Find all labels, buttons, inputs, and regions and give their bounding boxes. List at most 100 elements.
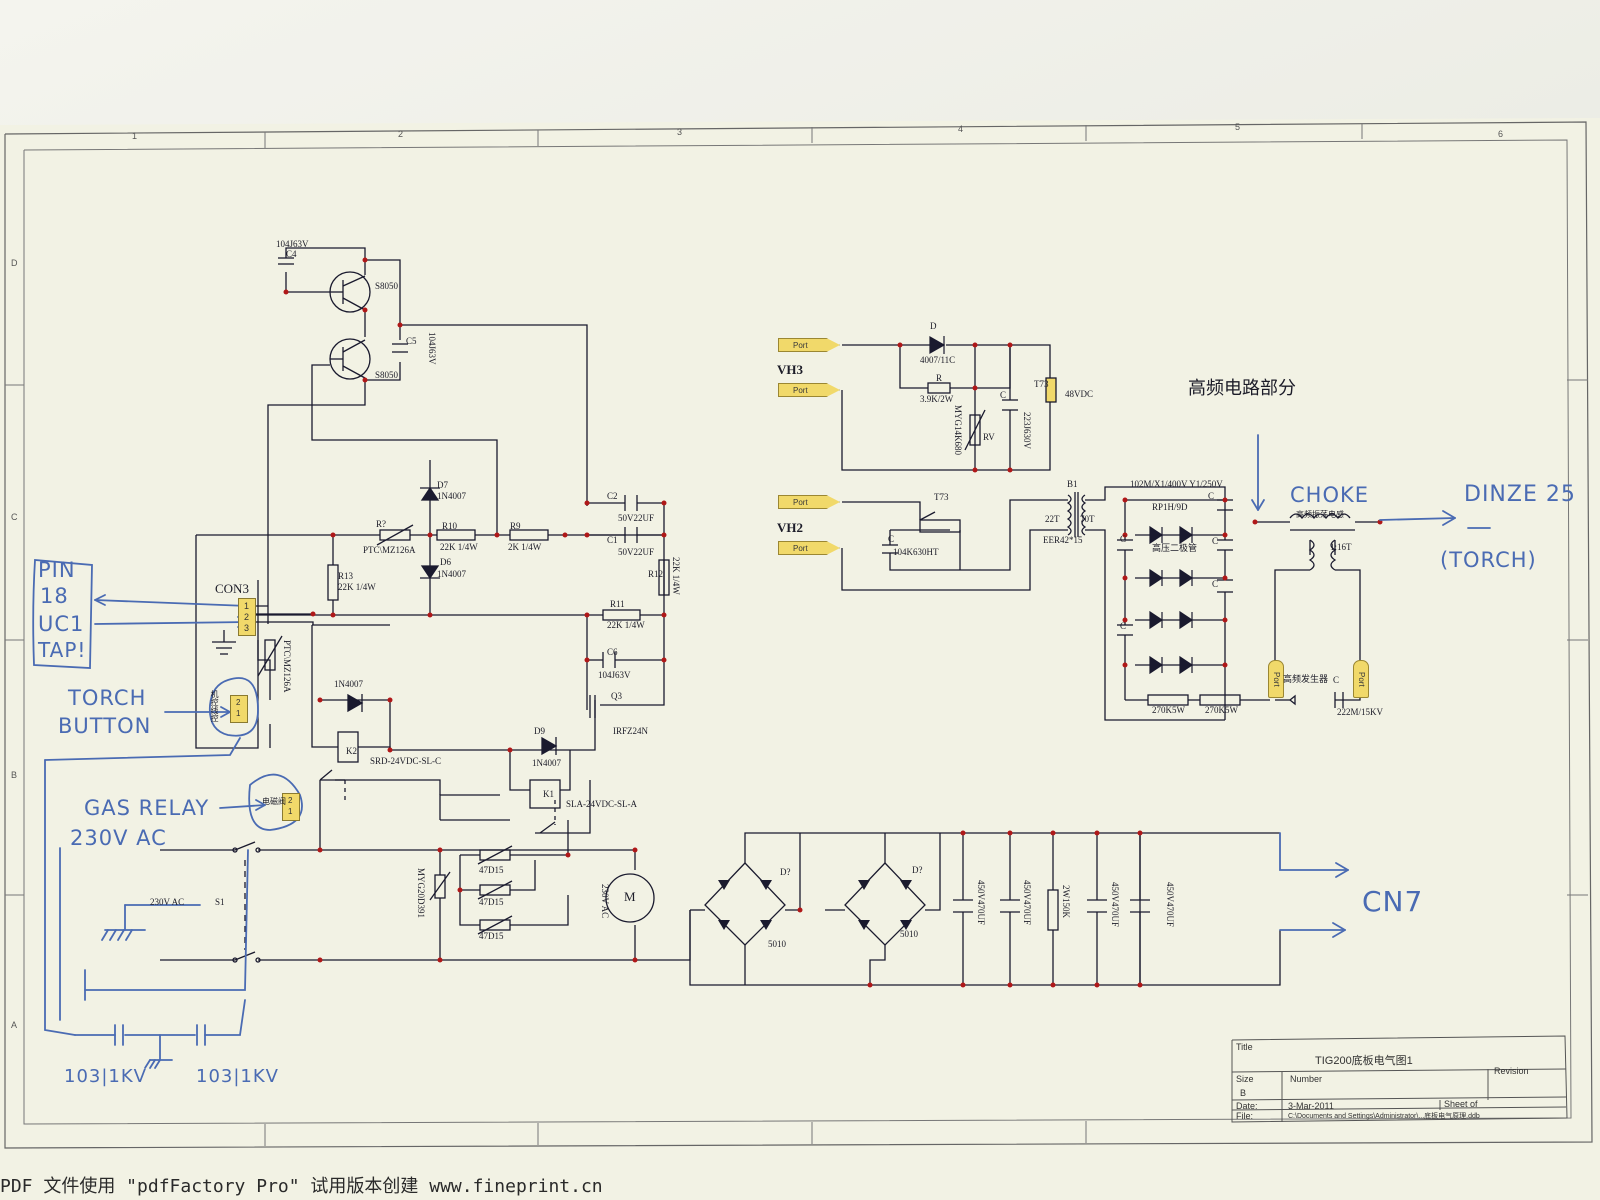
cap-a-label: C: [1208, 491, 1215, 501]
grid-col-5: 5: [1235, 122, 1241, 132]
k1-label: K1: [543, 789, 554, 799]
q3-label: Q3: [611, 691, 622, 701]
cap-c-label: C: [1212, 579, 1219, 589]
inner-border: [23, 139, 1572, 1125]
tb-revision-label: Revision: [1494, 1066, 1529, 1076]
vh3-label: VH3: [777, 362, 803, 377]
gas-valve-label: 电磁阀: [262, 797, 286, 806]
port-hf-left: Port: [1268, 660, 1284, 698]
port-label: Port: [793, 341, 808, 350]
r13-label: R13: [338, 571, 354, 581]
note-button: BUTTON: [58, 714, 152, 738]
port-label: Port: [1357, 671, 1366, 687]
note-choke: CHOKE: [1290, 483, 1370, 507]
myg-top-value: MYG14K680: [953, 405, 963, 456]
tb-date: 3-Mar-2011: [1288, 1101, 1334, 1111]
k2-label: K2: [346, 746, 357, 756]
d-hv-label: D: [930, 321, 937, 331]
r10-label: R10: [442, 521, 458, 531]
d-hv-value: 4007/11C: [920, 355, 956, 365]
port-vh3-bottom: Port: [778, 383, 840, 397]
components-bottom: [232, 769, 1150, 963]
rp-label: RP1H/9D: [1152, 502, 1188, 512]
grid-row-c: C: [11, 512, 18, 522]
cap1-value: 450V470UF: [976, 880, 986, 926]
bridge2-value: 5010: [900, 929, 918, 939]
port-label: Port: [793, 498, 808, 507]
hf-section-title: 高频电路部分: [1188, 378, 1296, 399]
c1-label: C1: [607, 535, 618, 545]
tb-file-label: File:: [1236, 1111, 1254, 1121]
note-uc1: UC1: [38, 612, 85, 636]
q-top-label: S8050: [375, 281, 399, 291]
gas-pin-1: 1: [288, 807, 293, 816]
note-dinze: DINZE 25: [1464, 482, 1576, 507]
handwritten-ink: [32, 434, 1491, 1069]
cap3-value: 450V470UF: [1110, 882, 1120, 928]
port-hf-right: Port: [1353, 660, 1369, 698]
tb-title-label: Title: [1236, 1042, 1253, 1052]
hf-cap-value: 222M/15KV: [1337, 707, 1384, 717]
c6-label: C6: [607, 647, 618, 657]
grid-col-6: 6: [1498, 129, 1504, 139]
r11-value: 22K 1/4W: [607, 620, 645, 630]
c6-value: 104J63V: [598, 670, 631, 680]
tb-number-label: Number: [1290, 1074, 1323, 1084]
paper: [0, 118, 1600, 1200]
port-label: Port: [793, 544, 808, 553]
note-pin: PIN: [38, 558, 76, 582]
note-pin-18: 18: [40, 584, 69, 608]
c2-label: C2: [607, 491, 618, 501]
diodes-left: [347, 486, 558, 756]
note-torch: TORCH: [68, 686, 147, 710]
b1-primary-turns: 22T: [1045, 514, 1060, 524]
d9-label: D9: [534, 726, 545, 736]
bridge2-label: D?: [912, 865, 923, 875]
con3-pin-2: 2: [244, 612, 250, 622]
note-cap-left: 103|1KV: [64, 1066, 147, 1087]
gas-pin-2: 2: [288, 796, 293, 805]
port-vh3-top: Port: [778, 338, 840, 352]
outer-border: [4, 121, 1593, 1149]
d9-value: 1N4007: [532, 758, 561, 768]
r13-value: 22K 1/4W: [338, 582, 376, 592]
port-label: Port: [793, 386, 808, 395]
r7-value: PTC\MZ126A: [363, 545, 416, 555]
grid-col-1: 1: [132, 131, 138, 141]
c5-label: C5: [406, 336, 417, 346]
bleed-res-value: 2W150K: [1061, 885, 1071, 918]
tb-sheet-label: Sheet of: [1444, 1099, 1478, 1109]
r12-label: R12: [648, 569, 664, 579]
k1-value: SLA-24VDC-SL-A: [566, 799, 637, 809]
q-bottom-label: S8050: [375, 370, 399, 380]
c5-value: 104J63V: [427, 332, 437, 365]
rv-label: RV: [983, 432, 995, 442]
gas-valve-connector: 2 1: [282, 793, 300, 821]
varistor-a-value: 47D15: [479, 865, 504, 875]
grid-row-a: A: [11, 1020, 18, 1030]
d6-value: 1N4007: [437, 569, 466, 579]
components-right: [882, 377, 1355, 708]
d7-value: 1N4007: [437, 491, 466, 501]
tb-size-label: Size: [1236, 1074, 1254, 1084]
hf-generator-label: 高频发生器: [1283, 675, 1329, 685]
ptc2-value: PTC\MZ126A: [282, 640, 292, 693]
note-cap-right: 103|1KV: [196, 1066, 279, 1087]
motor-voltage: 230V AC: [600, 884, 610, 919]
torch-pin-2: 2: [236, 698, 241, 707]
components-left: [212, 257, 670, 809]
r-hv-value: 3.9K/2W: [920, 394, 954, 404]
r12-value: 22K 1/4W: [671, 557, 681, 595]
d6-label: D6: [440, 557, 451, 567]
note-tap: TAP!: [38, 638, 87, 662]
tb-title: TIG200底板电气图1: [1315, 1055, 1413, 1067]
r270a-value: 270K5W: [1152, 705, 1185, 715]
wires-bottom: [160, 779, 1281, 986]
b1-secondary-turns: 70T: [1080, 514, 1095, 524]
c-hv-value: 223J630V: [1022, 412, 1032, 450]
diodes-right: [929, 335, 1194, 675]
hv-diode-label: 高压二极管: [1152, 544, 1198, 554]
d7-label: D7: [437, 480, 448, 490]
c-vh2-value: 104K630HT: [893, 547, 939, 557]
vh2-label: VH2: [777, 520, 803, 535]
